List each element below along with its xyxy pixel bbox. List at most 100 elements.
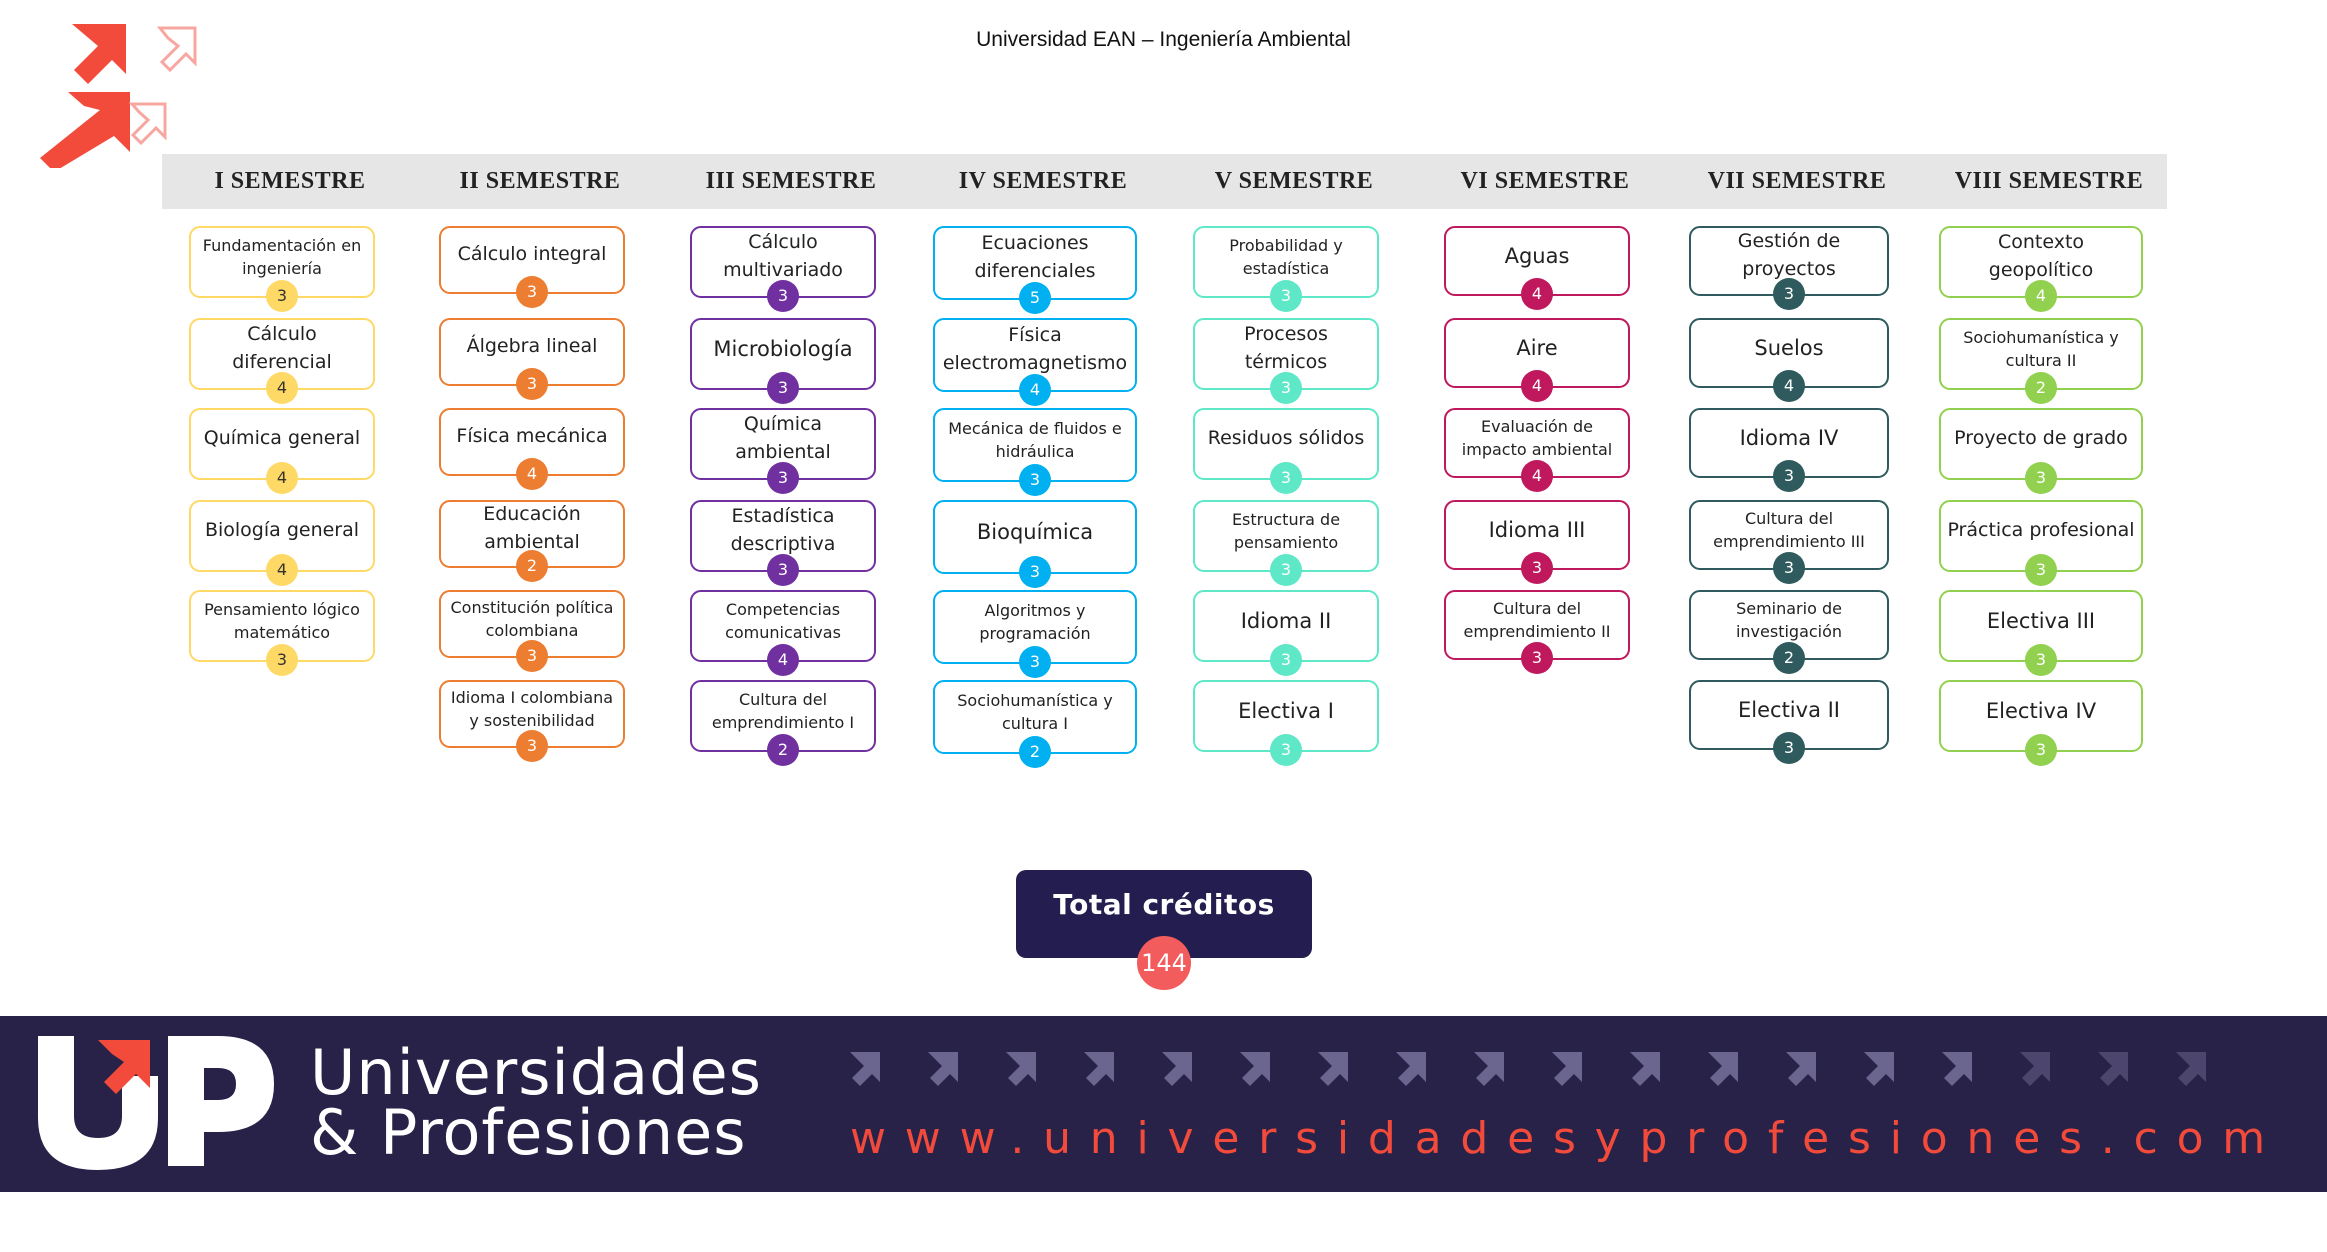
credit-badge: 3 bbox=[1270, 372, 1302, 404]
credit-badge: 3 bbox=[266, 644, 298, 676]
course-name: Cálculo diferencial bbox=[232, 323, 332, 373]
semester-header-band bbox=[162, 154, 2167, 209]
course-name: Cultura del emprendimiento III bbox=[1713, 508, 1865, 551]
course-name: Física electromagnetismo bbox=[942, 324, 1128, 374]
course-name: Idioma III bbox=[1488, 517, 1586, 542]
semester-header: I SEMESTRE bbox=[214, 168, 366, 194]
semester-column: I SEMESTRE bbox=[165, 154, 415, 209]
semester-header: VI SEMESTRE bbox=[1460, 168, 1630, 194]
course-name: Electiva II bbox=[1738, 697, 1840, 722]
credit-badge: 3 bbox=[1019, 464, 1051, 496]
credit-badge: 3 bbox=[1521, 642, 1553, 674]
course-name: Procesos térmicos bbox=[1244, 323, 1328, 373]
arrow-icon bbox=[1630, 1052, 1660, 1086]
course-name: Algoritmos y programación bbox=[979, 600, 1091, 643]
semester-column: VIII SEMESTRE bbox=[1924, 154, 2174, 209]
credit-badge: 2 bbox=[1773, 642, 1805, 674]
course-name: Electiva IV bbox=[1985, 698, 2097, 723]
credit-badge: 2 bbox=[516, 550, 548, 582]
credit-badge: 3 bbox=[2025, 462, 2057, 494]
credit-badge: 3 bbox=[266, 280, 298, 312]
website-link[interactable]: www.universidadesyprofesiones.com bbox=[850, 1113, 2284, 1164]
credit-badge: 4 bbox=[1521, 278, 1553, 310]
credit-badge: 3 bbox=[2025, 734, 2057, 766]
arrow-icon bbox=[1162, 1052, 1192, 1086]
course-card[interactable]: Aguas 4 bbox=[1444, 226, 1630, 310]
brand-name-line1: Universidades bbox=[310, 1036, 762, 1109]
credit-badge: 4 bbox=[266, 462, 298, 494]
arrow-icon bbox=[1786, 1052, 1816, 1086]
credit-badge: 3 bbox=[1270, 554, 1302, 586]
course-name: Constitución política colombiana bbox=[450, 597, 614, 640]
credit-badge: 4 bbox=[2025, 280, 2057, 312]
course-name: Aguas bbox=[1504, 243, 1570, 268]
credit-badge: 3 bbox=[516, 730, 548, 762]
semester-header: V SEMESTRE bbox=[1214, 168, 1374, 194]
course-card[interactable]: Proyecto de grado 3 bbox=[1939, 408, 2143, 494]
credit-badge: 3 bbox=[767, 462, 799, 494]
course-name: Sociohumanística y cultura I bbox=[957, 690, 1113, 733]
arrow-icon bbox=[1864, 1052, 1894, 1086]
course-name: Aire bbox=[1516, 335, 1558, 360]
course-name: Gestión de proyectos bbox=[1737, 230, 1841, 280]
credit-badge: 3 bbox=[516, 276, 548, 308]
credit-badge: 5 bbox=[1019, 282, 1051, 314]
course-card[interactable]: Electiva IV 3 bbox=[1939, 680, 2143, 766]
credit-badge: 4 bbox=[1773, 370, 1805, 402]
credit-badge: 3 bbox=[767, 554, 799, 586]
semester-column: II SEMESTRE bbox=[415, 154, 665, 209]
semester-header: III SEMESTRE bbox=[705, 168, 877, 194]
page-title: Universidad EAN – Ingeniería Ambiental bbox=[976, 28, 1351, 51]
credit-badge: 3 bbox=[1019, 556, 1051, 588]
course-name: Proyecto de grado bbox=[1954, 427, 2128, 450]
semester-column: III SEMESTRE bbox=[666, 154, 916, 209]
arrow-icon bbox=[1084, 1052, 1114, 1086]
credit-badge: 3 bbox=[2025, 554, 2057, 586]
course-name: Idioma II bbox=[1240, 608, 1332, 633]
credit-badge: 3 bbox=[767, 280, 799, 312]
